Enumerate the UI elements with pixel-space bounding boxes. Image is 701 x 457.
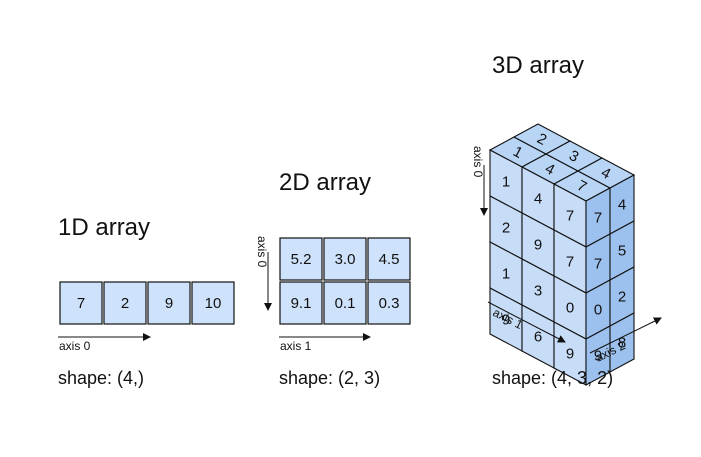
three-d-front-cell-value: 9 <box>502 312 510 329</box>
three-d-front-cell-value: 3 <box>534 283 542 300</box>
three-d-front-cell-value: 9 <box>534 237 542 254</box>
two-d-title: 2D array <box>279 169 371 196</box>
two-d-cell: 3.0 <box>323 237 367 281</box>
two-d-shape-label: shape: (2, 3) <box>279 368 380 388</box>
one-d-cell-value: 9 <box>165 295 173 312</box>
two-d-cells: 5.2 3.0 4.5 9.1 0.1 0.3 <box>279 237 411 325</box>
one-d-title: 1D array <box>58 214 150 241</box>
three-d-side-cell-value: 5 <box>618 243 626 260</box>
two-d-axis0-label: axis 0 <box>255 236 269 268</box>
three-d-front-cell-value: 7 <box>566 208 574 225</box>
two-d-cell: 5.2 <box>279 237 323 281</box>
three-d-side-cell-value: 7 <box>594 210 602 227</box>
three-d-front-cell-value: 0 <box>566 300 574 317</box>
one-d-cell: 7 <box>59 281 103 325</box>
one-d-cell: 10 <box>191 281 235 325</box>
two-d-array: 2D array 5.2 3.0 4.5 9.1 0.1 0.3 axis 0 axis … <box>255 169 411 388</box>
three-d-axis2-arrow <box>589 317 662 354</box>
one-d-cell-value: 10 <box>205 295 222 312</box>
three-d-shape-label: shape: (4, 3, 2) <box>492 368 613 388</box>
three-d-front-cell-value: 6 <box>534 329 542 346</box>
one-d-cell-value: 7 <box>77 295 85 312</box>
three-d-front-cell-value: 1 <box>502 174 510 191</box>
three-d-front-cell-value: 9 <box>566 346 574 363</box>
one-d-shape-label: shape: (4,) <box>58 368 144 388</box>
three-d-side-cell-value: 8 <box>618 335 626 352</box>
two-d-cell: 0.1 <box>323 281 367 325</box>
two-d-cell-value: 0.3 <box>379 295 400 312</box>
three-d-title: 3D array <box>492 52 584 79</box>
two-d-cell: 0.3 <box>367 281 411 325</box>
three-d-side-cell-value: 9 <box>594 348 602 365</box>
two-d-cell-value: 0.1 <box>335 295 356 312</box>
three-d-side-cell-value: 2 <box>618 289 626 306</box>
three-d-axis0-label: axis 0 <box>471 146 485 178</box>
two-d-axis1-label: axis 1 <box>280 339 312 353</box>
one-d-axis0-label: axis 0 <box>59 339 91 353</box>
two-d-cell-value: 3.0 <box>335 251 356 268</box>
three-d-side-cell <box>609 312 635 373</box>
two-d-cell-value: 4.5 <box>379 251 400 268</box>
one-d-cell: 9 <box>147 281 191 325</box>
one-d-cell: 2 <box>103 281 147 325</box>
one-d-array: 1D array 7 2 9 10 axis 0 shape: (4,) <box>58 214 235 388</box>
three-d-front-cell-value: 7 <box>566 254 574 271</box>
two-d-cell-value: 5.2 <box>291 251 312 268</box>
three-d-axis1-arrow <box>487 301 566 343</box>
two-d-cell-value: 9.1 <box>291 295 312 312</box>
three-d-front-cell-value: 2 <box>502 220 510 237</box>
two-d-cell: 4.5 <box>367 237 411 281</box>
three-d-side-cell-value: 4 <box>618 197 626 214</box>
three-d-side-cell-value: 7 <box>594 256 602 273</box>
two-d-cell: 9.1 <box>279 281 323 325</box>
one-d-cell-value: 2 <box>121 295 129 312</box>
three-d-front-cell-value: 4 <box>534 191 542 208</box>
three-d-front-cell-value: 1 <box>502 266 510 283</box>
one-d-cells: 7 2 9 10 <box>59 281 235 325</box>
three-d-side-cell-value: 0 <box>594 302 602 319</box>
